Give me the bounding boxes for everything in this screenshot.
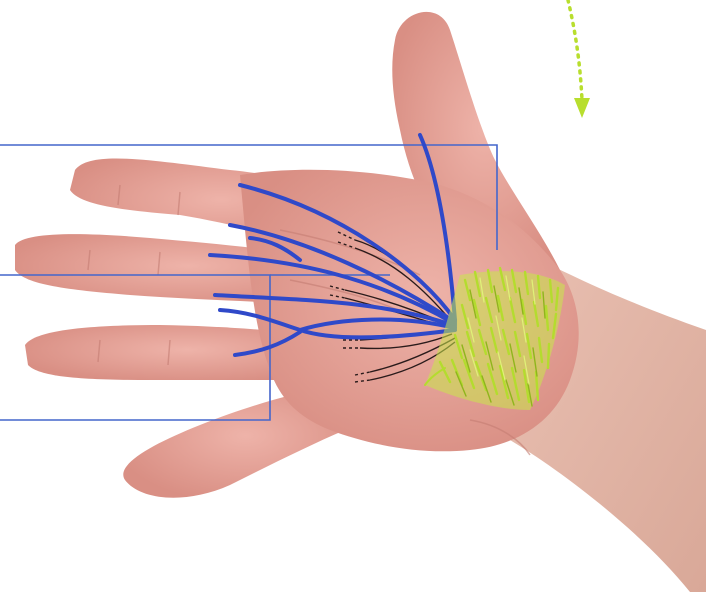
dotted-arrow-line [568,0,582,100]
dotted-arrow [568,0,590,118]
arrow-head-icon [574,98,590,118]
